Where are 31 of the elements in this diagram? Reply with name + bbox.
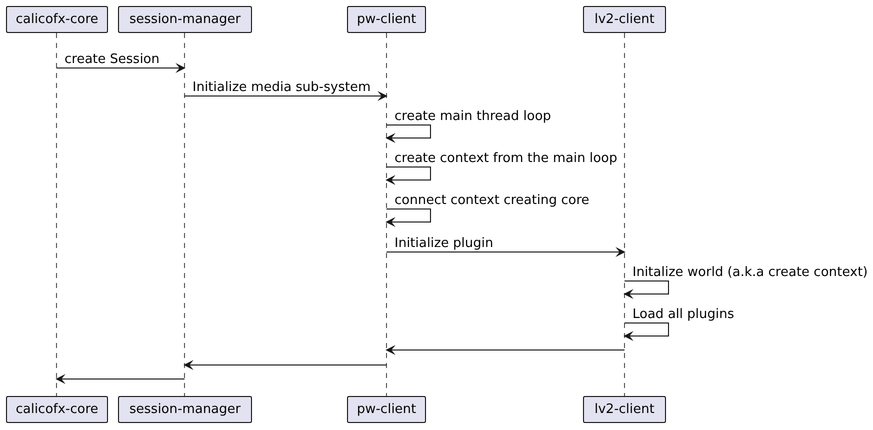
message-arrow xyxy=(184,91,388,101)
message-label: connect context creating core xyxy=(394,193,590,208)
self-message-arrow xyxy=(624,280,669,299)
lifeline xyxy=(55,33,58,396)
self-message-arrow xyxy=(386,166,431,185)
message-arrow xyxy=(56,374,185,384)
lifeline xyxy=(385,33,388,396)
message-arrow xyxy=(184,360,387,370)
message-label: create main thread loop xyxy=(394,109,552,124)
message-label: Initalize world (a.k.a create context) xyxy=(632,265,868,280)
participant-box: session-manager xyxy=(118,6,252,33)
message-label: Initialize media sub-system xyxy=(192,80,371,95)
participant-box: session-manager xyxy=(118,396,252,423)
participant-box: pw-client xyxy=(347,396,426,423)
participant-box: pw-client xyxy=(347,6,426,33)
message-label: Load all plugins xyxy=(632,307,734,322)
lifeline xyxy=(623,33,626,396)
message-label: create context from the main loop xyxy=(394,151,618,166)
message-arrow xyxy=(56,63,186,73)
message-label: create Session xyxy=(64,52,160,67)
lifeline xyxy=(183,33,186,396)
message-arrow xyxy=(386,345,625,355)
participant-box: lv2-client xyxy=(583,396,666,423)
participant-box: calicofx-core xyxy=(6,396,108,423)
message-label: Initialize plugin xyxy=(394,236,494,251)
self-message-arrow xyxy=(386,124,431,143)
participant-box: calicofx-core xyxy=(6,6,108,33)
self-message-arrow xyxy=(624,322,669,341)
self-message-arrow xyxy=(386,208,431,227)
participant-box: lv2-client xyxy=(583,6,666,33)
message-arrow xyxy=(386,247,626,257)
